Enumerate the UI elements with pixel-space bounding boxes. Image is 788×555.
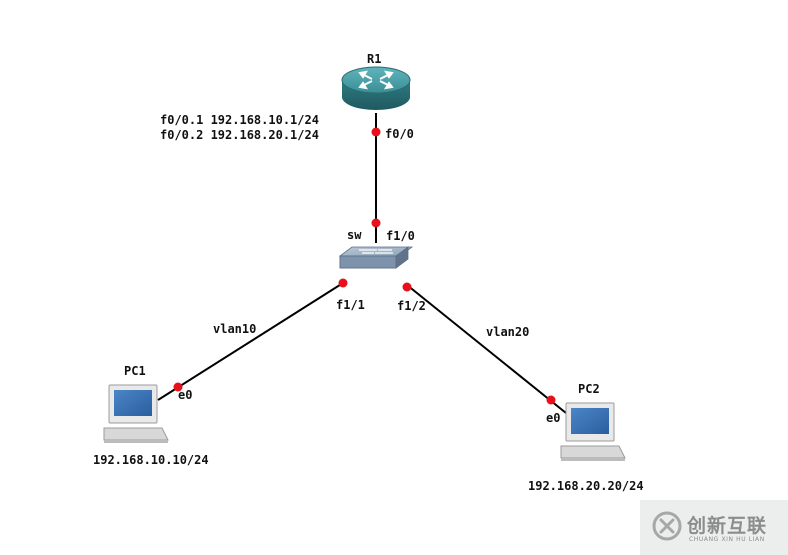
port-dot-sw-f1-1	[338, 278, 348, 288]
link-switch-pc2	[406, 284, 567, 414]
switch-port-2-label: f1/2	[397, 299, 426, 313]
pc1-port-label: e0	[178, 388, 193, 402]
watermark-text: 创新互联	[687, 515, 768, 537]
switch-name-label: sw	[347, 228, 362, 242]
port-dot-sw-f1-0	[371, 218, 381, 228]
pc2-name-label: PC2	[578, 382, 600, 396]
port-dot-pc1-e0	[173, 382, 183, 392]
router-subif-2-label: f0/0.2 192.168.20.1/24	[160, 128, 319, 142]
pc2-ip-label: 192.168.20.20/24	[528, 479, 644, 493]
vlan-right-label: vlan20	[486, 325, 530, 339]
port-dot-pc2-e0	[546, 395, 556, 405]
router-name-label: R1	[367, 52, 382, 66]
pc2-icon[interactable]	[560, 402, 626, 461]
switch-icon[interactable]	[338, 246, 414, 269]
router-port-label: f0/0	[385, 127, 414, 141]
watermark-subtext: CHUANG XIN HU LIAN	[689, 536, 765, 543]
port-dot-r1-f0-0	[371, 127, 381, 137]
switch-port-1-label: f1/1	[336, 298, 365, 312]
pc1-name-label: PC1	[124, 364, 146, 378]
pc2-port-label: e0	[546, 411, 561, 425]
vlan-left-label: vlan10	[213, 322, 257, 336]
pc1-ip-label: 192.168.10.10/24	[93, 453, 209, 467]
router-subif-1-label: f0/0.1 192.168.10.1/24	[160, 113, 319, 127]
watermark: 创新互联 CHUANG XIN HU LIAN	[640, 500, 788, 555]
watermark-logo-icon	[652, 511, 682, 541]
router-icon[interactable]	[341, 66, 411, 110]
port-dot-sw-f1-2	[402, 282, 412, 292]
switch-port-uplink-label: f1/0	[386, 229, 415, 243]
pc1-icon[interactable]	[103, 384, 169, 443]
link-switch-pc1	[157, 282, 344, 401]
